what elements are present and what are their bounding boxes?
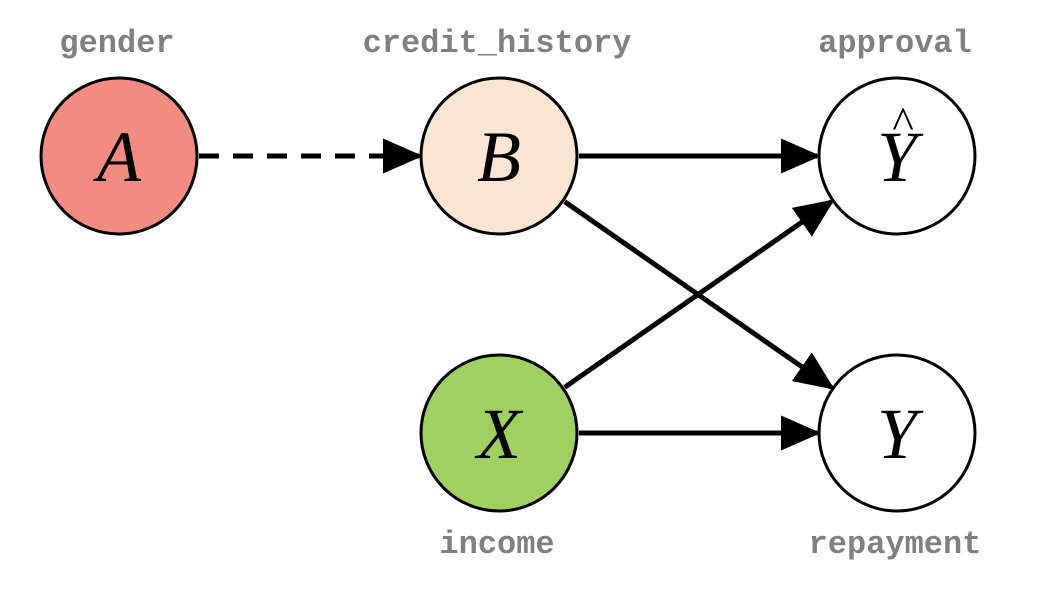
labels-layer: gender credit_history approval income repaym… (59, 25, 981, 563)
node-circle-y (817, 353, 977, 513)
hat-accent: ^ (892, 97, 914, 148)
node-circle-a (39, 76, 199, 236)
node-yhat: Y^ (817, 76, 977, 236)
edge-x-to-yhat (563, 199, 835, 390)
node-symbol-x: X (474, 394, 524, 474)
node-b: B (419, 76, 579, 236)
node-y: Y (817, 353, 977, 513)
node-symbol-yhat: Y (877, 117, 924, 197)
node-symbol-b: B (477, 117, 521, 197)
node-circle-x (419, 353, 579, 513)
node-label-a: gender (59, 25, 174, 62)
node-symbol-y: Y (877, 394, 924, 474)
node-label-yhat: approval (818, 25, 972, 62)
node-label-b: credit_history (363, 25, 632, 62)
node-a: A (39, 76, 199, 236)
node-label-y: repayment (809, 526, 982, 563)
node-x: X (419, 353, 579, 513)
node-circle-yhat (817, 76, 977, 236)
node-circle-b (419, 76, 579, 236)
node-symbol-a: A (93, 117, 142, 197)
edges-layer (199, 138, 835, 451)
node-label-x: income (439, 526, 554, 563)
